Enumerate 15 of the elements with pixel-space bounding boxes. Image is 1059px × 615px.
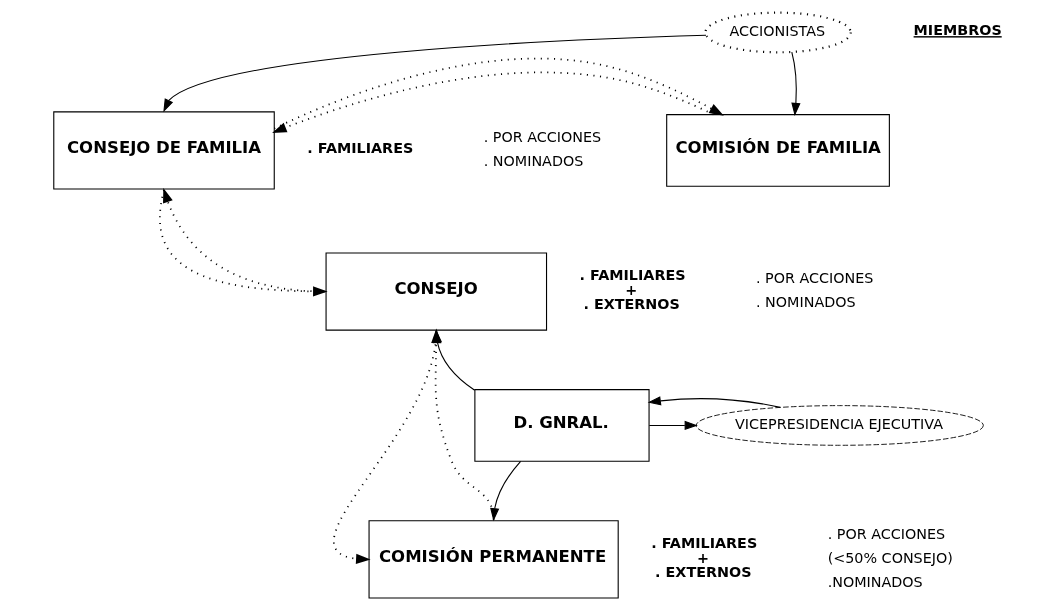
node-label: + — [624, 281, 637, 298]
label: (<50% CONSEJO) — [827, 550, 953, 567]
label: . POR ACCIONES — [755, 270, 873, 287]
node-label: . EXTERNOS — [582, 296, 680, 313]
label: .NOMINADOS — [827, 574, 923, 591]
label: . NOMINADOS — [755, 294, 856, 311]
node-label: . FAMILIARES — [650, 535, 757, 552]
node-label: + — [696, 549, 709, 566]
label: . POR ACCIONES — [827, 525, 945, 542]
node-label: . FAMILIARES — [579, 267, 686, 284]
label: MIEMBROS — [913, 22, 1002, 39]
label: . POR ACCIONES — [483, 129, 601, 146]
node-label: . EXTERNOS — [654, 563, 751, 580]
label: . NOMINADOS — [483, 153, 583, 170]
node-label: . FAMILIARES — [306, 140, 413, 157]
